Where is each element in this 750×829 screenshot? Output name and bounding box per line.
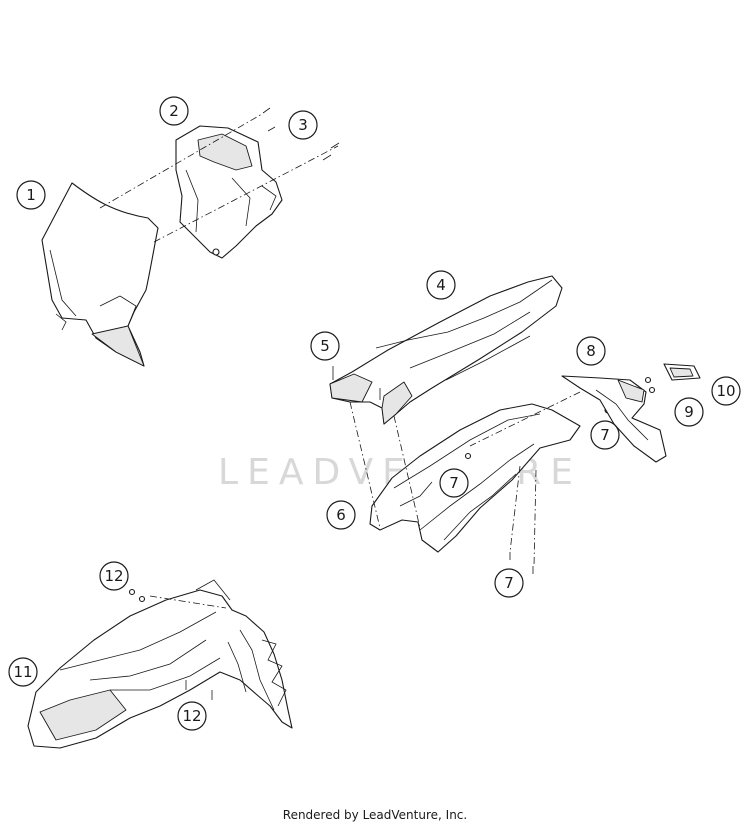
- part-side-panel: [369, 403, 581, 553]
- callout-3: 3: [288, 110, 318, 140]
- svg-text:10: 10: [716, 382, 735, 400]
- svg-text:7: 7: [449, 474, 459, 492]
- assembly-line: [393, 415, 421, 529]
- callout-8: 8: [576, 336, 606, 366]
- part-nuts-item-9: [644, 376, 656, 394]
- callout-7: 7: [494, 568, 524, 598]
- svg-text:1: 1: [26, 186, 36, 204]
- svg-text:5: 5: [320, 337, 330, 355]
- svg-text:6: 6: [336, 506, 346, 524]
- callout-11: 11: [8, 657, 38, 687]
- svg-text:3: 3: [298, 116, 308, 134]
- callout-7: 7: [590, 420, 620, 450]
- callout-4: 4: [426, 270, 456, 300]
- svg-text:4: 4: [436, 276, 446, 294]
- part-front-fender: [27, 579, 293, 749]
- assembly-line: [349, 401, 381, 529]
- callout-5: 5: [310, 331, 340, 361]
- callout-1: 1: [16, 180, 46, 210]
- svg-text:11: 11: [13, 663, 32, 681]
- svg-text:2: 2: [169, 102, 179, 120]
- part-headlight-bracket: [175, 125, 283, 259]
- callout-2: 2: [159, 96, 189, 126]
- assembly-line: [153, 145, 339, 243]
- svg-text:7: 7: [504, 574, 514, 592]
- assembly-line: [469, 391, 581, 447]
- svg-text:7: 7: [600, 426, 610, 444]
- callout-12: 12: [177, 701, 207, 731]
- screw-item-7: [464, 452, 472, 460]
- svg-text:12: 12: [182, 707, 201, 725]
- svg-text:9: 9: [684, 403, 694, 421]
- assembly-line: [149, 595, 227, 609]
- svg-text:8: 8: [586, 342, 596, 360]
- assembly-line: [533, 469, 537, 567]
- screws-item-3: [262, 107, 340, 161]
- callout-6: 6: [326, 500, 356, 530]
- part-reflector: [663, 363, 701, 381]
- part-headlight-mask: [41, 182, 159, 367]
- footer-credit: Rendered by LeadVenture, Inc.: [282, 808, 468, 822]
- svg-text:12: 12: [104, 567, 123, 585]
- callout-7: 7: [439, 468, 469, 498]
- callout-9: 9: [674, 397, 704, 427]
- part-license-plate-holder: [561, 375, 667, 463]
- callout-10: 10: [711, 376, 741, 406]
- part-rear-fender: [329, 275, 563, 425]
- screws-item-12: [128, 588, 213, 700]
- assembly-line: [99, 113, 263, 209]
- callout-12: 12: [99, 561, 129, 591]
